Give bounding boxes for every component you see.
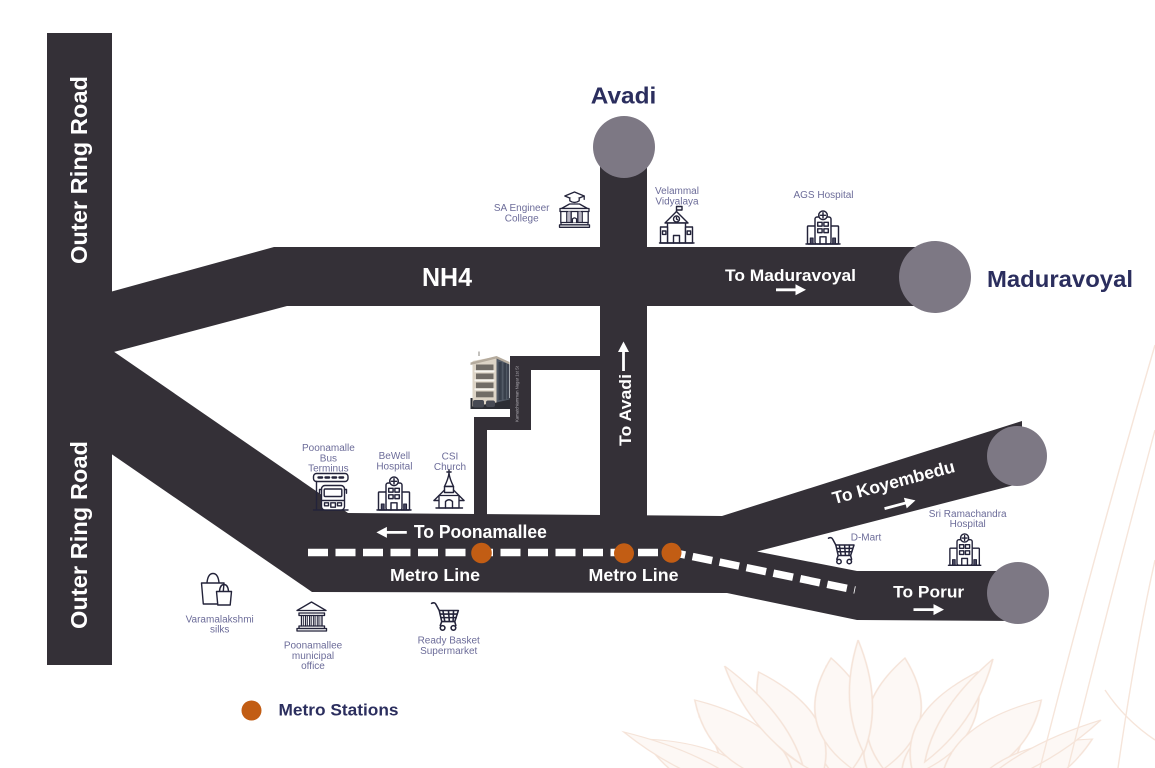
svg-text:Kamatchiamman Nagar 1st St: Kamatchiamman Nagar 1st St [515,365,520,422]
svg-text:Outer Ring Road: Outer Ring Road [66,76,92,264]
svg-text:AGS Hospital: AGS Hospital [793,190,853,201]
svg-text:To Poonamallee: To Poonamallee [414,521,547,542]
svg-text:Avadi: Avadi [591,83,657,109]
svg-text:To Maduravoyal: To Maduravoyal [725,267,856,285]
svg-text:Maduravoyal: Maduravoyal [987,266,1133,292]
svg-text:NH4: NH4 [422,262,473,292]
svg-text:Metro Line: Metro Line [390,565,480,585]
svg-text:To Porur: To Porur [893,583,964,602]
svg-text:D-Mart: D-Mart [851,533,882,544]
svg-text:Metro Stations: Metro Stations [279,701,399,720]
svg-text:Metro Line: Metro Line [589,565,679,585]
svg-text:Outer Ring Road: Outer Ring Road [66,441,92,629]
svg-text:To Avadi: To Avadi [616,374,635,446]
